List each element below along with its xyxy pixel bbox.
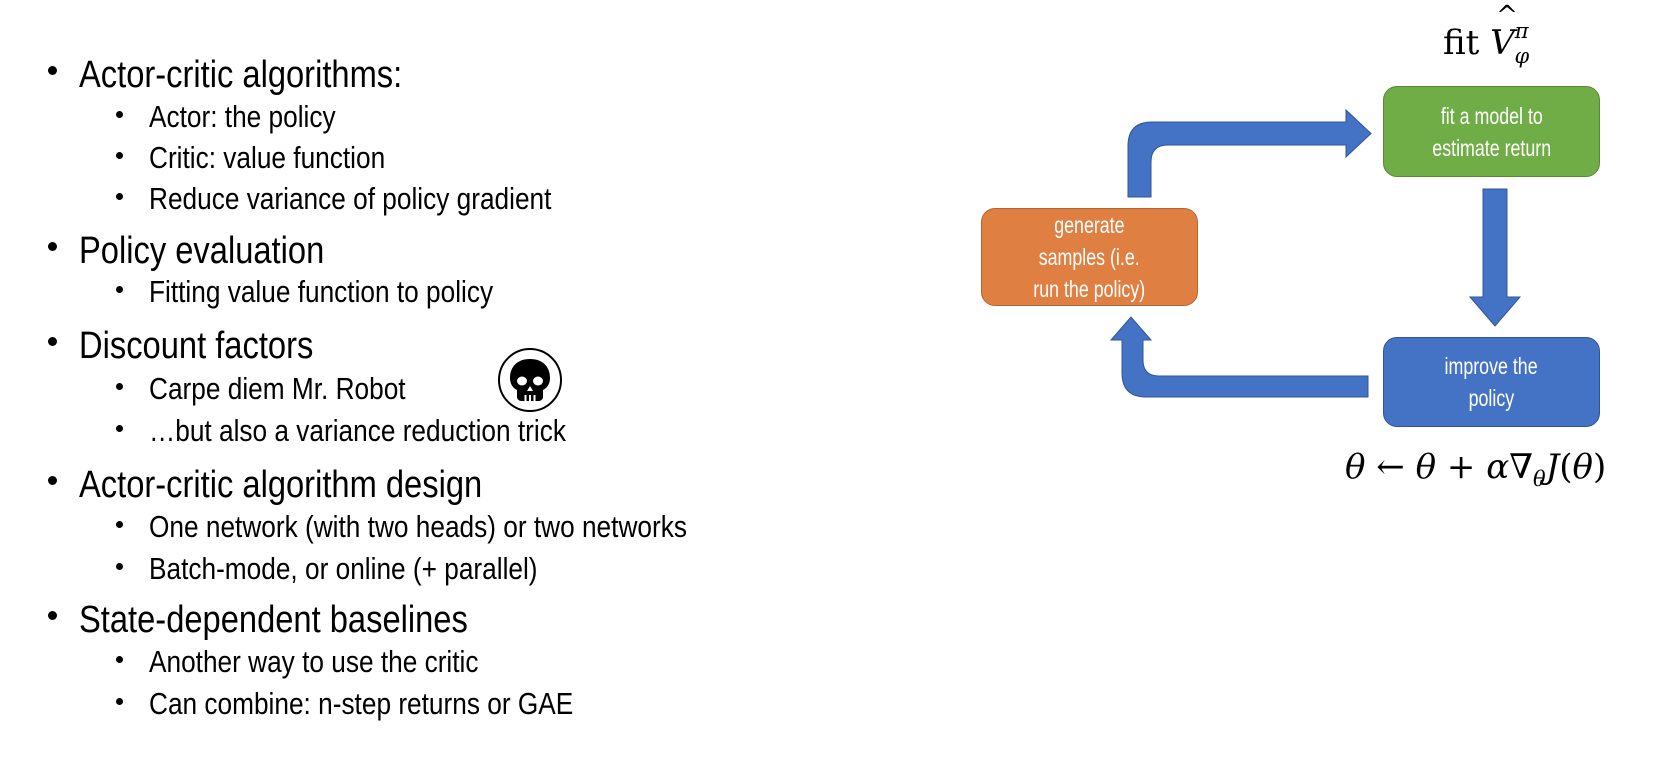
arrow-generate-to-fit — [1127, 108, 1372, 198]
bullet-dot — [48, 66, 57, 75]
eq-close-paren: ) — [1592, 447, 1607, 487]
bullet-actor-critic-algorithms: Actor-critic algorithms: — [79, 54, 403, 96]
bullet-dot — [48, 337, 57, 346]
bullet-dot — [48, 476, 57, 485]
eq-plus: + — [1446, 447, 1476, 487]
bullet-dot — [116, 698, 123, 705]
improve-policy-box: improve the policy — [1383, 337, 1600, 427]
eq-theta-lhs: θ — [1345, 447, 1366, 487]
sub-bullet-variance-trick: …but also a variance reduction trick — [149, 414, 566, 448]
bullet-dot — [116, 563, 123, 570]
eq-nabla: ∇ — [1509, 447, 1533, 487]
eq-theta: θ — [1415, 447, 1437, 487]
bullet-state-dependent-baselines: State-dependent baselines — [79, 599, 468, 641]
generate-label-line-2: samples (i.e. — [1039, 244, 1140, 270]
bullet-policy-evaluation: Policy evaluation — [79, 230, 325, 272]
bullet-dot — [48, 242, 57, 251]
eq-theta-arg: θ — [1572, 447, 1593, 487]
improve-label-line-1: improve the — [1444, 353, 1539, 379]
sub-bullet-can-combine: Can combine: n-step returns or GAE — [149, 687, 574, 721]
v-hat-symbol: V — [1490, 23, 1515, 63]
sub-bullet-batch-mode: Batch-mode, or online (+ parallel) — [149, 552, 538, 586]
eq-nabla-subscript: θ — [1532, 467, 1546, 491]
generate-label-line-3: run the policy) — [1033, 276, 1146, 302]
skull-icon — [498, 348, 562, 412]
fit-model-box: fit a model to estimate return — [1383, 86, 1600, 177]
sub-bullet-another-way: Another way to use the critic — [149, 645, 479, 679]
fit-label-line-2: estimate return — [1432, 134, 1551, 161]
phi-subscript: φ — [1514, 44, 1530, 68]
bullet-dot — [116, 425, 123, 432]
eq-alpha: α — [1486, 447, 1510, 487]
bullet-discount-factors: Discount factors — [79, 325, 314, 367]
bullet-dot — [116, 656, 123, 663]
bullet-dot — [116, 383, 123, 390]
eq-left-arrow: ← — [1376, 447, 1405, 487]
sub-bullet-actor: Actor: the policy — [149, 100, 336, 134]
generate-label-line-1: generate — [1054, 212, 1125, 238]
sub-bullet-carpe-diem: Carpe diem Mr. Robot — [149, 372, 406, 406]
pi-superscript: π — [1514, 19, 1529, 43]
arrow-fit-to-improve — [1468, 188, 1522, 327]
bullet-dot — [116, 286, 123, 293]
generate-samples-box: generate samples (i.e. run the policy) — [981, 208, 1198, 306]
bullet-algorithm-design: Actor-critic algorithm design — [79, 464, 483, 506]
arrow-improve-to-generate — [1109, 316, 1369, 398]
sub-bullet-critic: Critic: value function — [149, 141, 386, 175]
sub-bullet-fitting-value: Fitting value function to policy — [149, 275, 494, 309]
fit-label-line-1: fit a model to — [1440, 102, 1543, 129]
bullet-dot — [116, 521, 123, 528]
bullet-dot — [116, 193, 123, 200]
sub-bullet-reduce-variance: Reduce variance of policy gradient — [149, 182, 552, 216]
bullet-dot — [116, 152, 123, 159]
bullet-dot — [116, 111, 123, 118]
eq-j: J — [1545, 447, 1560, 487]
fit-value-function-label: fit Vπφ — [1443, 21, 1543, 67]
improve-label-line-2: policy — [1468, 385, 1515, 411]
eq-open-paren: ( — [1559, 447, 1573, 487]
bullet-dot — [48, 611, 57, 620]
sub-bullet-one-network: One network (with two heads) or two netw… — [149, 510, 687, 544]
fit-prefix: fit — [1443, 23, 1480, 63]
policy-update-equation: θ ← θ + α∇θJ(θ) — [1345, 447, 1607, 490]
